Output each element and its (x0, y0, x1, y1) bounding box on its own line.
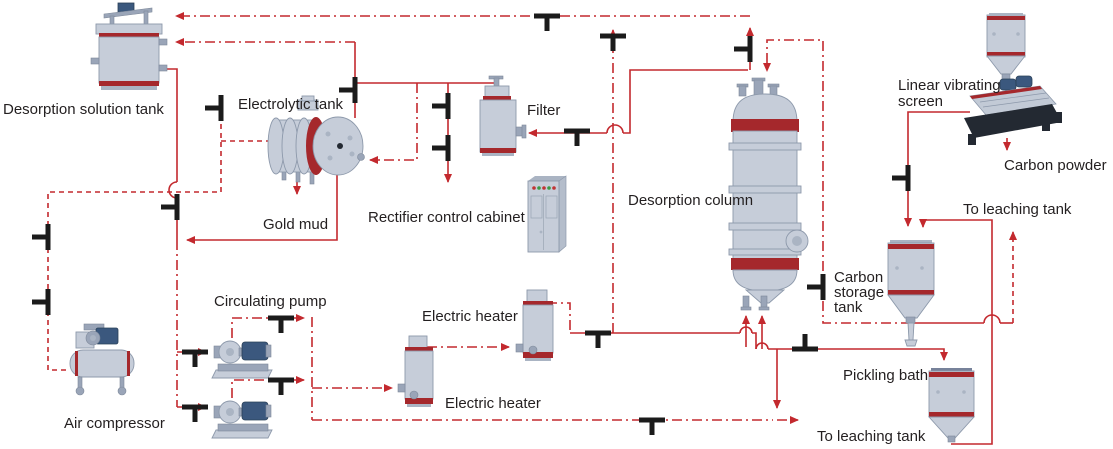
valve-icon (205, 95, 224, 121)
label-circulating-pump: Circulating pump (214, 293, 327, 310)
hopper-tank (986, 13, 1026, 81)
desorption-column (728, 77, 809, 311)
electric-heater-1 (397, 335, 434, 407)
valve-icon (564, 128, 590, 146)
valve-icon (892, 165, 911, 191)
desorption-solution-tank (90, 2, 168, 90)
valve-icon (432, 135, 451, 161)
label-to-leaching-tank-bottom: To leaching tank (817, 428, 926, 445)
electric-heater-2 (515, 289, 554, 361)
label-carbon-storage-tank-line2: storage (834, 284, 884, 301)
valve-icon (734, 36, 753, 62)
circulating-pump-2 (211, 400, 273, 439)
valve-icon (807, 274, 826, 300)
valve-icon (268, 315, 294, 333)
pipes-dashdot (175, 12, 911, 424)
carbon-storage-tank (887, 240, 935, 347)
label-to-leaching-tank-top: To leaching tank (963, 201, 1072, 218)
valve-icon (182, 349, 208, 367)
valve-icon (639, 417, 665, 435)
valve-icon (268, 377, 294, 395)
air-compressor (69, 323, 135, 396)
label-electrolytic-tank: Electrolytic tank (238, 96, 344, 113)
circulating-pump-1 (211, 340, 273, 379)
label-carbon-storage-tank-line1: Carbon (834, 269, 883, 286)
label-pickling-bath: Pickling bath (843, 367, 928, 384)
label-gold-mud: Gold mud (263, 216, 328, 233)
label-carbon-storage-tank-line3: tank (834, 299, 863, 316)
label-carbon-powder: Carbon powder (1004, 157, 1107, 174)
label-linear-vibrating-screen-line1: Linear vibrating (898, 77, 1001, 94)
label-air-compressor: Air compressor (64, 415, 165, 432)
valve-icon (182, 404, 208, 422)
valve-icon (32, 289, 51, 315)
label-filter: Filter (527, 102, 560, 119)
label-desorption-solution-tank: Desorption solution tank (3, 101, 164, 118)
label-linear-vibrating-screen-line2: screen (898, 93, 943, 110)
valve-icon (534, 13, 560, 31)
label-desorption-column: Desorption column (628, 192, 753, 209)
linear-vibrating-screen (964, 75, 1062, 145)
valve-icon (32, 224, 51, 250)
electrolytic-tank (267, 95, 365, 185)
rectifier-control-cabinet (527, 175, 567, 253)
valve-icon (161, 194, 180, 220)
valve-icon (600, 33, 626, 51)
label-rectifier-control-cabinet: Rectifier control cabinet (368, 209, 526, 226)
valve-icon (432, 93, 451, 119)
valve-icon (792, 334, 818, 352)
filter (479, 75, 527, 156)
pickling-bath (927, 368, 976, 443)
label-electric-heater-upper: Electric heater (422, 308, 518, 325)
label-electric-heater-lower: Electric heater (445, 395, 541, 412)
labels: Desorption solution tank Electrolytic ta… (3, 77, 1107, 445)
valve-icon (585, 330, 611, 348)
